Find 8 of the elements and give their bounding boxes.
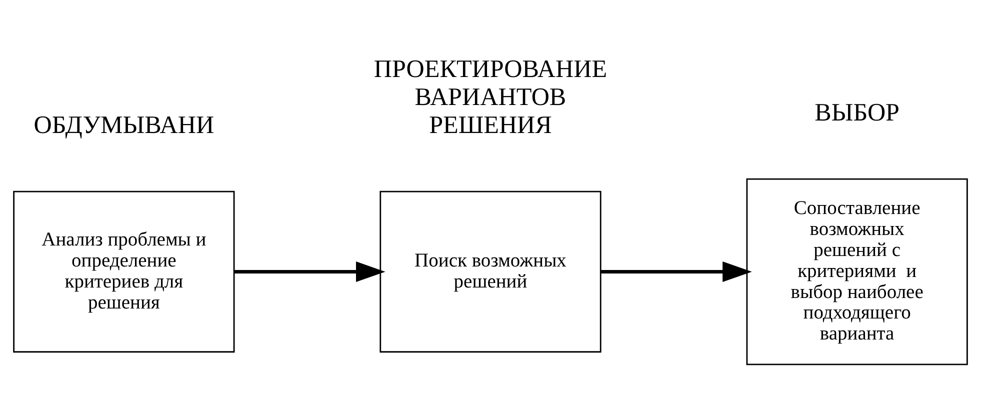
label: ВЫБОР (814, 98, 900, 126)
node-box: Сопоставление возможных решений с критериями и выбор наиболее подходящего варианта (746, 178, 968, 365)
label: ОБДУМЫВАНИ (34, 111, 214, 138)
node-box: Поиск возможных решений (380, 190, 602, 352)
arrow (234, 260, 386, 282)
node-box: Анализ проблемы и определение критериев для решения (13, 190, 235, 352)
label: ПРОЕКТИРОВАНИЕ ВАРИАНТОВ РЕШЕНИЯ (374, 56, 608, 138)
arrow (601, 260, 752, 282)
